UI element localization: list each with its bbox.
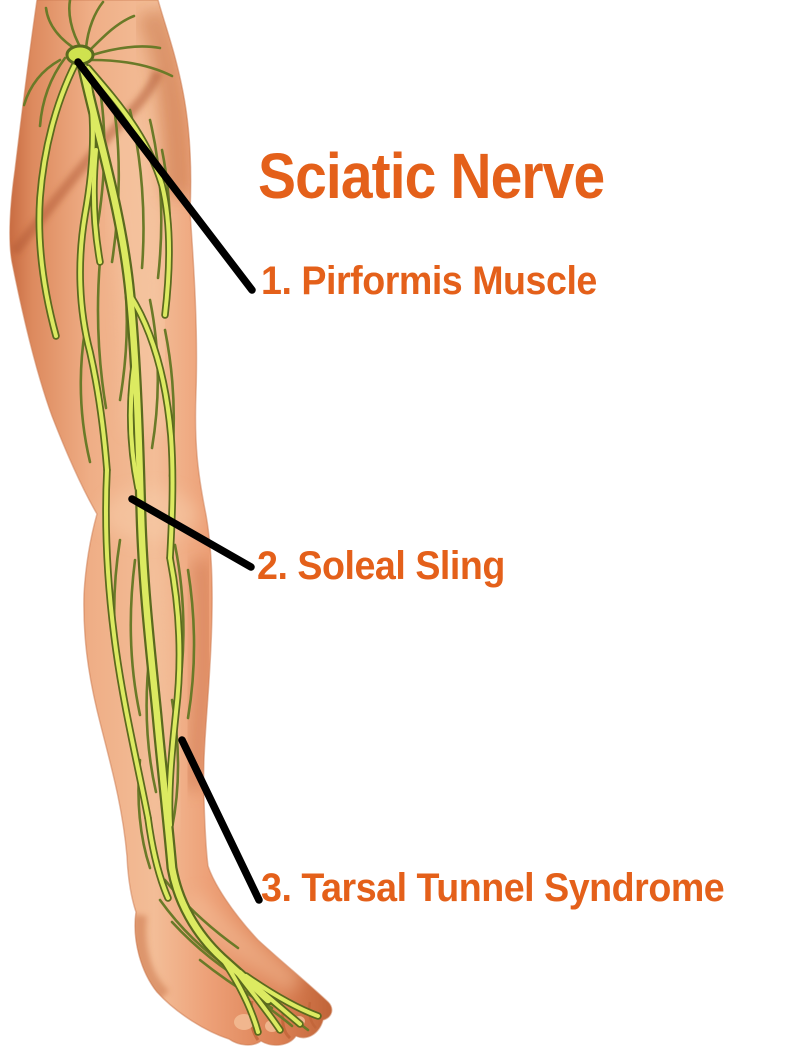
leader-line-piriformis: [74, 58, 256, 294]
leader-line-soleal-sling: [128, 495, 255, 571]
label-tarsal-tunnel-syndrome: 3. Tarsal Tunnel Syndrome: [261, 866, 725, 910]
leg-shading: [10, 7, 317, 1041]
leader-line-tarsal-tunnel: [178, 736, 263, 904]
label-pirformis-muscle: 1. Pirformis Muscle: [261, 259, 597, 303]
diagram-title: Sciatic Nerve: [258, 140, 605, 212]
sciatic-nerve-branches: [22, 0, 322, 1036]
label-soleal-sling: 2. Soleal Sling: [257, 544, 505, 588]
